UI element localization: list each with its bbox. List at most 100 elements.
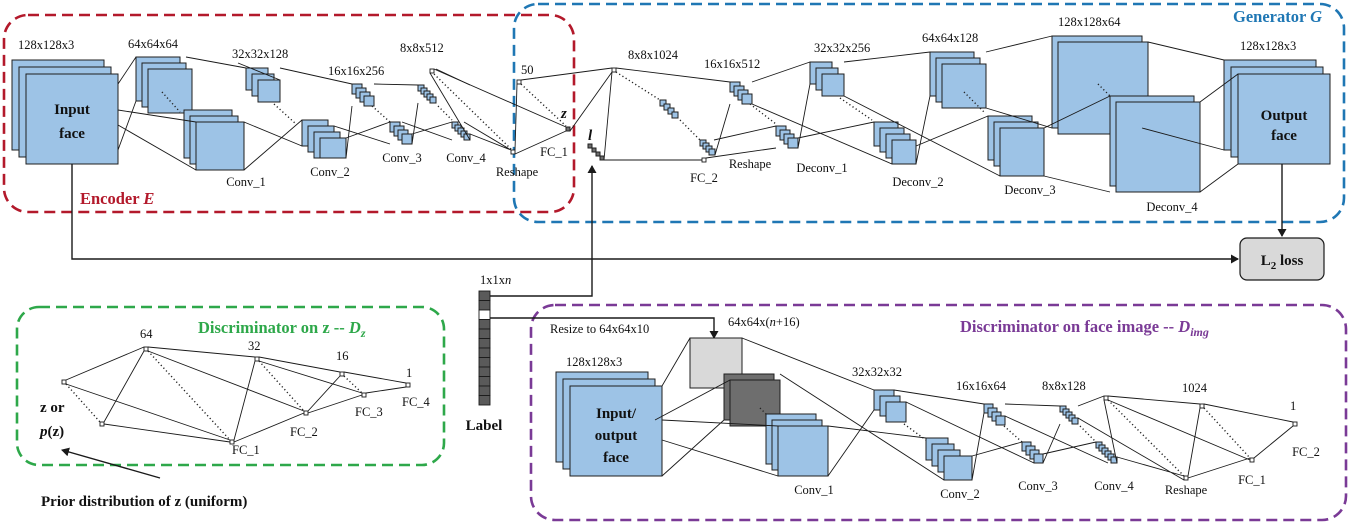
dimg-layer-fc1: FC_1 [1238,473,1266,487]
generator-layer-reshape: Reshape [729,157,772,171]
dz-layer-fc2: FC_2 [290,425,318,439]
dimg-dim-3: 8x8x128 [1042,379,1086,393]
encoder-dim-3: 32x32x128 [232,47,288,61]
dimg-reshape-column [1103,395,1298,481]
dz-dim-3: 16 [336,349,349,363]
dz-title: Discriminator on z -- Dz [198,318,366,340]
encoder-connections [117,56,567,171]
dz-input-label-1: z or [40,400,65,416]
label-cell [478,338,491,349]
encoder-title: Encoder E [80,189,154,208]
encoder-dim-4: 16x16x256 [328,64,384,78]
dimg-layer-conv4: Conv_4 [1094,479,1134,493]
dimg-input-label-3: face [603,450,629,466]
generator-reshape-stack [729,81,799,149]
dimg-resize-note: Resize to 64x64x10 [550,322,649,336]
dz-layer-fc1: FC_1 [232,443,260,457]
dimg-layer-conv3: Conv_3 [1018,479,1058,493]
dimg-layer-conv2: Conv_2 [940,487,980,501]
dimg-input-face: Input/ output face [555,371,663,477]
generator-dim-6: 128x128x3 [1240,39,1296,53]
encoder-dim-1: 128x128x3 [18,38,74,52]
encoder-conv4-stack [417,84,471,141]
dimg-layer-conv1: Conv_1 [794,483,834,497]
label-cell-active [478,309,491,320]
generator-dim-1: 8x8x1024 [628,48,679,62]
generator-layer-fc2: FC_2 [690,171,718,185]
generator-dim-3: 32x32x256 [814,41,870,55]
dz-input-label-2: p(z) [38,424,64,440]
generator-output-label-2: face [1271,128,1297,144]
encoder-reshape-column [429,68,516,155]
generator-fc2-column [611,67,716,163]
dimg-conv4-stack [1059,405,1118,464]
dimg-input-dim: 128x128x3 [566,355,622,369]
label-cell [478,300,491,311]
latent-z-symbol: z [560,106,567,122]
encoder-dim-2: 64x64x64 [128,37,179,51]
label-cell [478,328,491,339]
dimg-dim-4: 1024 [1182,381,1208,395]
encoder-conv2-stack [245,67,347,159]
generator-deconv2-stack [929,51,1045,177]
prior-arrow [61,447,161,479]
label-l-column [587,143,605,161]
label-cell [478,385,491,396]
encoder-input-face: Input face [11,59,119,165]
encoder-region [2,13,576,214]
label-to-latent-arrow [490,165,597,297]
encoder-layer-conv1: Conv_1 [226,175,266,189]
latent-fc-label: FC_1 [540,145,568,159]
dz-dim-1: 64 [140,327,153,341]
generator-output-face: Output face [1223,59,1331,165]
dimg-input-label-1: Input/ [596,406,637,422]
encoder-layer-reshape: Reshape [496,165,539,179]
dimg-dim-2: 16x16x64 [956,379,1007,393]
label-cell [478,357,491,368]
latent-fc1-column [516,79,571,132]
label-to-dimg-arrow [490,317,719,339]
encoder-input-label-2: face [59,126,85,142]
encoder-dim-5: 8x8x512 [400,41,444,55]
dimg-concat-stack [689,337,829,477]
l2-loss-label: L2 loss [1261,253,1304,272]
label-cell [478,347,491,358]
generator-output-label-1: Output [1261,108,1308,124]
label-vector-dim: 1x1xn [480,273,511,287]
dimg-layer-reshape: Reshape [1165,483,1208,497]
generator-dim-2: 16x16x512 [704,57,760,71]
encoder-layer-conv2: Conv_2 [310,165,350,179]
encoder-conv3-stack [351,83,413,145]
dimg-region [529,303,1348,522]
latent-l-symbol: l [588,128,593,144]
dz-network [61,346,411,445]
layer-labels: 128x128x3 64x64x64 32x32x128 16x16x256 8x8x5… [18,15,1320,501]
encoder-conv1-stack [135,56,245,171]
dimg-dim-1: 32x32x32 [852,365,902,379]
generator-title: Generator G [1233,7,1322,26]
l2-loss-box [1239,237,1325,281]
dimg-input-label-2: output [595,428,638,444]
label-cell [478,290,491,301]
input-to-loss-arrow [71,164,1239,264]
generator-layer-deconv2: Deconv_2 [892,175,943,189]
dz-dim-2: 32 [248,339,261,353]
dimg-conv3-stack [983,403,1044,464]
dimg-conv2-stack [873,389,973,481]
generator-dim-4: 64x64x128 [922,31,978,45]
dimg-title: Discriminator on face image -- Dimg [960,317,1209,339]
label-cell [478,366,491,377]
generator-connections [520,35,1239,193]
label-vector [478,290,491,406]
label-vector-label: Label [466,418,503,434]
encoder-layer-conv3: Conv_3 [382,151,422,165]
generator-dim-5: 128x128x64 [1058,15,1121,29]
dz-region [15,305,446,467]
dz-layer-fc3: FC_3 [355,405,383,419]
dimg-dim-5: 1 [1290,399,1296,413]
generator-layer-deconv3: Deconv_3 [1004,183,1055,197]
label-cell [478,319,491,330]
dimg-layer-fc2: FC_2 [1292,445,1320,459]
latent-dim: 50 [521,63,534,77]
